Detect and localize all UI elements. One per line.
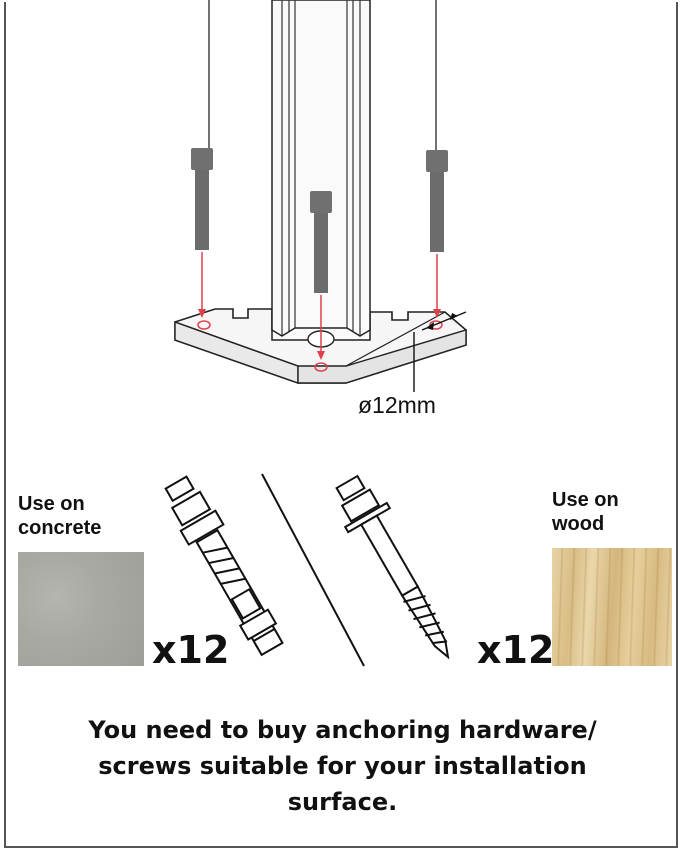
notice-line1: You need to buy anchoring hardware/ bbox=[88, 716, 597, 744]
bolt-left bbox=[191, 148, 213, 250]
concrete-label-line2: concrete bbox=[18, 517, 102, 539]
arrow-left bbox=[198, 252, 206, 318]
base-plate bbox=[174, 308, 467, 384]
divider-line bbox=[261, 473, 365, 667]
concrete-anchor-icon bbox=[164, 475, 284, 657]
concrete-anchor-count: x12 bbox=[152, 628, 230, 672]
notice-line3: surface. bbox=[287, 788, 398, 816]
wood-label-line2: wood bbox=[552, 513, 605, 535]
wood-surface-swatch bbox=[552, 548, 672, 666]
wood-label: Use on wood bbox=[552, 488, 619, 536]
hole-center bbox=[314, 362, 328, 372]
concrete-surface-swatch bbox=[18, 552, 144, 666]
concrete-label-line1: Use on bbox=[18, 493, 85, 515]
hole-left bbox=[197, 320, 211, 330]
wood-label-line1: Use on bbox=[552, 489, 619, 511]
wood-screw-count: x12 bbox=[477, 628, 555, 672]
arrow-right bbox=[433, 254, 441, 318]
notice-line2: screws suitable for your installation bbox=[98, 752, 587, 780]
wood-screw-icon bbox=[335, 474, 450, 660]
arrow-center bbox=[317, 295, 325, 360]
hardware-notice: You need to buy anchoring hardware/ scre… bbox=[40, 712, 645, 820]
bolt-center bbox=[310, 191, 332, 293]
hole-diameter-label: ø12mm bbox=[358, 392, 436, 418]
concrete-label: Use on concrete bbox=[18, 492, 101, 540]
diameter-dimension bbox=[413, 311, 467, 392]
bolt-right bbox=[426, 150, 448, 252]
